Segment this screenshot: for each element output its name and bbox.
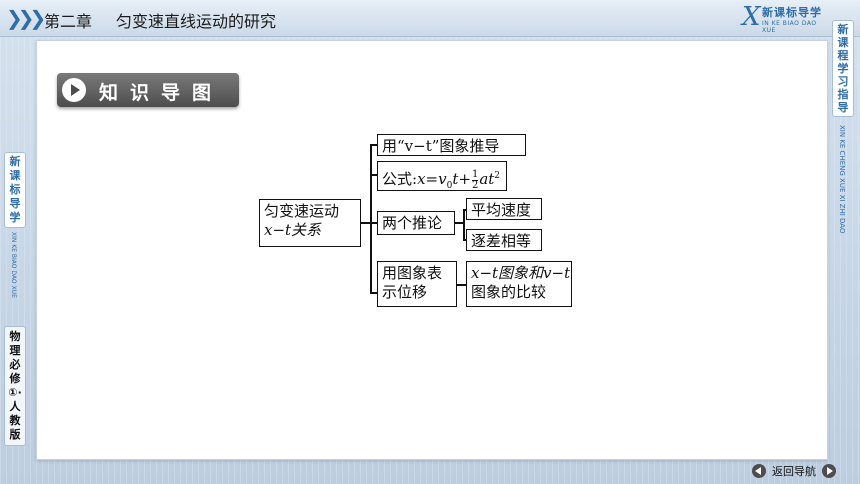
root-line1: 匀变速运动 (264, 202, 340, 220)
top-bar: ❯❯❯ 第二章 匀变速直线运动的研究 X 新课标导学 IN KE BIAO DAO… (0, 0, 860, 37)
chevrons-icon: ❯❯❯ (6, 6, 46, 30)
brand-en: IN KE BIAO DAO XUE (762, 20, 817, 34)
connector (370, 144, 378, 146)
play-icon (62, 78, 86, 102)
root-line2: x−t关系 (264, 221, 322, 239)
connector (463, 209, 465, 239)
forward-arrow-icon[interactable] (822, 464, 836, 478)
connector (455, 222, 463, 224)
back-nav-label[interactable]: 返回导航 (772, 465, 816, 478)
chapter-heading: 第二章 匀变速直线运动的研究 (44, 8, 300, 32)
connector (457, 284, 467, 286)
connector (370, 174, 378, 176)
connector (463, 209, 467, 211)
back-arrow-icon[interactable] (752, 464, 766, 478)
formula-prefix: 公式: (382, 170, 418, 188)
node-successive-difference: 逐差相等 (466, 229, 542, 251)
left-side-tab: 新课标导学 XIN KE BIAO DAO XUE 物理必修①·人教版 (4, 152, 28, 452)
back-navigation[interactable]: 返回导航 (752, 462, 836, 480)
section-ribbon: 知识导图 (57, 73, 239, 107)
branch-vt-derivation: 用“v−t”图象推导 (377, 134, 526, 156)
section-title: 知识导图 (99, 82, 224, 104)
branch4-line1: 用图象表 (382, 264, 443, 282)
connector (370, 222, 378, 224)
brand-logo: X 新课标导学 IN KE BIAO DAO XUE (742, 2, 832, 34)
brand-cn: 新课标导学 (762, 6, 822, 19)
left-tab-english: XIN KE BIAO DAO XUE (10, 232, 17, 298)
node-xt-vt-comparison: x−t图象和v−t 图象的比较 (466, 261, 572, 307)
chapter-number: 第二章 (44, 12, 93, 31)
right-side-tab: 新课程学习指导 XIN KE CHENG XUE XI ZHI DAO (832, 20, 856, 330)
book-label: 物理必修①·人教版 (4, 326, 26, 446)
comparison-line1: x−t图象和v−t (471, 264, 571, 282)
brand-letter: X (742, 2, 761, 32)
connector (463, 239, 467, 241)
right-tab-title: 新课程学习指导 (832, 20, 854, 117)
branch4-line2: 示位移 (382, 283, 428, 301)
branch-graph-displacement: 用图象表 示位移 (377, 261, 457, 307)
root-node: 匀变速运动 x−t关系 (259, 199, 361, 247)
right-tab-english: XIN KE CHENG XUE XI ZHI DAO (838, 125, 846, 234)
trunk-line (370, 144, 372, 292)
node-average-velocity: 平均速度 (466, 198, 542, 220)
comparison-line2: 图象的比较 (471, 283, 547, 301)
connector (370, 292, 378, 294)
left-tab-title: 新课标导学 (4, 152, 26, 228)
connector (361, 222, 371, 224)
chapter-title: 匀变速直线运动的研究 (116, 12, 277, 31)
branch-two-corollaries: 两个推论 (377, 211, 455, 235)
